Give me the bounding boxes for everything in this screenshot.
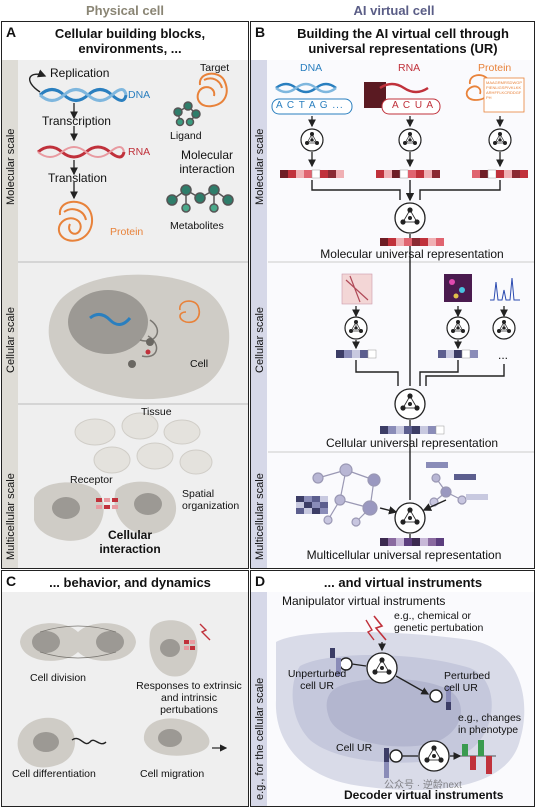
b-label-dna: DNA (300, 62, 323, 74)
b-ellipsis: ... (498, 348, 509, 362)
replication-arrow (29, 69, 47, 93)
d-eg-chemical-label: e.g., chemical or genetic pertubation (394, 610, 484, 634)
cell-division-illustration (20, 623, 136, 661)
b-protein-seq-box (483, 77, 525, 113)
header-ai-virtual-cell: AI virtual cell (353, 2, 435, 18)
panel-a-title: Cellular building blocks, environments, … (54, 26, 206, 56)
d-decoder-encoder (418, 740, 450, 772)
b-molecular-ur-encoder (394, 202, 426, 234)
b-rna-encoder (398, 128, 422, 152)
b-label-protein: Protein (478, 62, 512, 74)
b-rna-sequence: A C U A (392, 100, 435, 111)
interacting-cells (34, 481, 177, 541)
metabolite-molecule (166, 184, 234, 213)
b-cell-encoder-3 (492, 316, 516, 340)
b-label-rna: RNA (398, 62, 421, 74)
label-cell-division: Cell division (30, 672, 87, 684)
d-perturbed-embedding (446, 686, 451, 710)
b-protein-sequence: MAAGRMRSDWGPPIENLIGSPIVKLKKARHFFLKCRDDGF… (486, 80, 522, 100)
b-rna-strand (379, 82, 429, 94)
label-ligand: Ligand (170, 130, 202, 142)
d-unperturbed-label: Unperturbed cell UR (287, 668, 347, 692)
protein-blob (57, 200, 94, 242)
b-dna-helix (275, 82, 337, 94)
label-rna: RNA (128, 146, 151, 158)
b-spatial-grid (296, 496, 328, 514)
b-multicellular-ur-bar (380, 538, 444, 546)
b-microscopy-image (444, 274, 472, 302)
b-protein-encoder (488, 128, 512, 152)
b-dna-embedding (280, 169, 344, 179)
d-perturbed-node (429, 689, 443, 703)
b-cell-graph (312, 463, 381, 527)
d-decoder-label: Decoder virtual instruments (344, 788, 504, 802)
panel-d-title: ... and virtual instruments (323, 575, 483, 590)
d-eg-changes-label: e.g., changes in phenotype (458, 712, 522, 736)
b-spectra-image (490, 277, 520, 301)
b-cellular-ur-bar (380, 425, 445, 435)
d-manipulator-label: Manipulator virtual instruments (282, 594, 446, 608)
b-tree-graph (426, 462, 488, 507)
panel-b-letter: B (255, 24, 266, 40)
b-rna-seq-box (381, 98, 441, 115)
dna-helix (38, 88, 128, 102)
b-cell-embedding-2 (438, 349, 478, 359)
label-responses: Responses to extrinsic and intrinsic per… (136, 680, 242, 716)
cell-illustration (48, 274, 230, 400)
tissue-cells (74, 412, 213, 475)
d-unperturbed-embedding (330, 648, 341, 676)
panel-c-letter: C (6, 573, 17, 589)
b-dna-sequence: A C T A G ... (276, 100, 344, 111)
label-receptor: Receptor (70, 474, 113, 486)
label-translation: Translation (48, 171, 107, 185)
label-cell-migration: Cell migration (140, 768, 205, 780)
b-molecular-ur-bar (380, 238, 444, 246)
label-cellular-interaction: Cellular interaction (99, 528, 161, 556)
label-molecular-interaction: Molecular interaction (179, 148, 235, 176)
label-spatial-organization: Spatial organization (182, 488, 240, 512)
b-protein-embedding (472, 169, 528, 179)
b-rna-embedding (376, 169, 440, 179)
d-manipulator-encoder (366, 652, 398, 684)
label-metabolites: Metabolites (170, 220, 224, 232)
rna-strand (37, 145, 126, 159)
target-protein (196, 72, 228, 108)
panel-b-title: Building the AI virtual cell through uni… (297, 26, 509, 56)
watermark: 公众号 · 逆龄next (384, 780, 462, 791)
label-tissue: Tissue (141, 406, 172, 418)
b-cell-encoder-2 (446, 316, 470, 340)
panel-d-letter: D (255, 573, 266, 589)
d-cell-ur-embedding (384, 748, 389, 778)
panel-a-letter: A (6, 24, 17, 40)
b-cellular-ur-encoder (394, 388, 426, 420)
b-cell-encoder-1 (344, 316, 368, 340)
response-cell-illustration (149, 620, 211, 677)
b-molecular-ur-label: Molecular universal representation (320, 247, 504, 261)
d-cell-ur-node (389, 749, 403, 763)
d-phenotype-bars (458, 740, 496, 774)
label-target: Target (200, 62, 230, 74)
d-perturbed-label: Perturbed cell UR (444, 670, 491, 694)
b-dna-encoder (300, 128, 324, 152)
b-dna-seq-box (271, 98, 353, 115)
b-cellular-ur-label: Cellular universal representation (325, 436, 499, 450)
d-lightning-icon (365, 615, 387, 641)
label-protein: Protein (110, 226, 144, 238)
header-physical-cell: Physical cell (85, 2, 165, 18)
label-replication: Replication (50, 66, 110, 80)
ligand-molecule (173, 101, 201, 127)
b-cell-embedding-1 (336, 349, 377, 359)
label-transcription: Transcription (42, 114, 111, 128)
label-cell-differentiation: Cell differentiation (12, 768, 96, 780)
label-dna: DNA (128, 89, 151, 101)
panel-c-title: ... behavior, and dynamics (49, 575, 211, 590)
label-cell: Cell (190, 358, 209, 370)
b-protein-blob (465, 74, 491, 101)
d-cell-ur-label: Cell UR (336, 742, 373, 754)
b-multicellular-ur-encoder (394, 502, 426, 534)
differentiation-cell-illustration (17, 717, 107, 768)
migration-cell-illustration (143, 718, 228, 756)
b-multicellular-ur-label: Multicellular universal representation (306, 548, 502, 562)
